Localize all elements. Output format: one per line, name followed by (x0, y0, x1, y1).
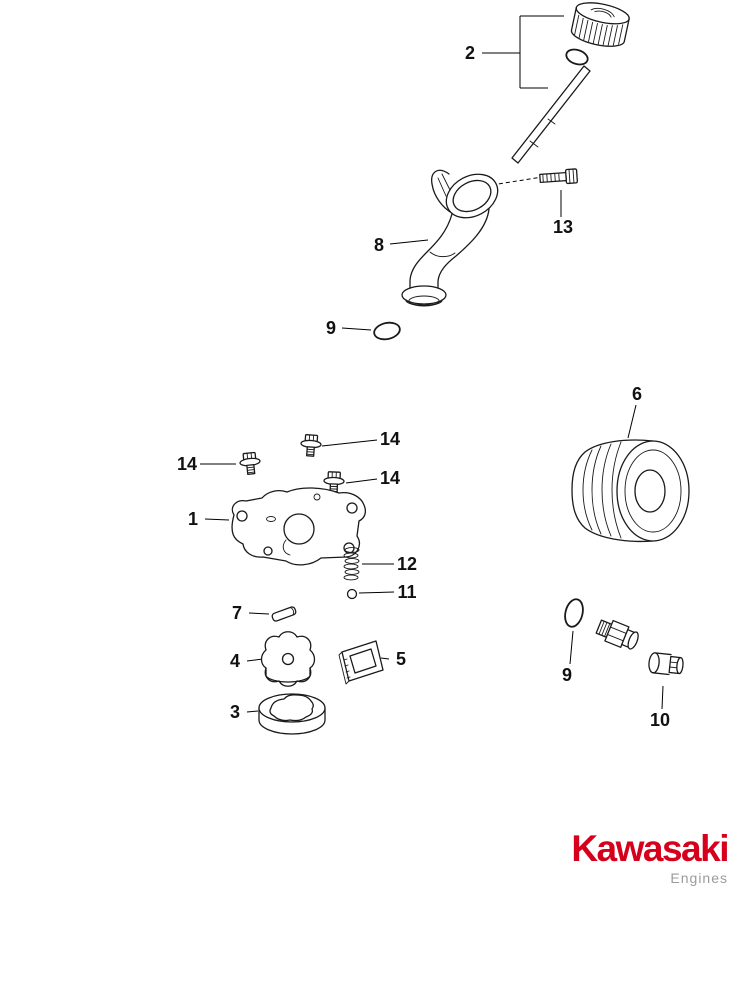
oil-filter-drawing (571, 439, 690, 543)
part-label-10: 10 (649, 710, 671, 730)
part-label-9-bottom: 9 (561, 665, 573, 685)
part-label-6: 6 (631, 384, 643, 404)
part-label-3: 3 (229, 702, 241, 722)
pin-drawing (271, 606, 297, 622)
spring-drawing (343, 547, 360, 581)
dipstick-oring-drawing (565, 48, 589, 66)
oring-9-top-drawing (373, 321, 401, 341)
ball-drawing (346, 588, 358, 600)
pump-plate-drawing (231, 487, 366, 566)
inner-rotor-drawing (260, 631, 316, 687)
part-label-13: 13 (552, 217, 574, 237)
part-label-4: 4 (229, 651, 241, 671)
part-label-9-top: 9 (325, 318, 337, 338)
filler-tube-drawing (401, 169, 499, 307)
part-label-7: 7 (231, 603, 243, 623)
part-label-14-left: 14 (176, 454, 198, 474)
brand-logo: Kawasaki Engines (571, 828, 729, 886)
part-label-12: 12 (396, 554, 418, 574)
bolt-14-left-drawing (239, 451, 261, 475)
outer-rotor-drawing (258, 693, 326, 735)
part-label-8: 8 (373, 235, 385, 255)
fitting-drawing (595, 619, 639, 650)
part-label-14-mid: 14 (379, 429, 401, 449)
part-label-14-right: 14 (379, 468, 401, 488)
dipstick-shaft-drawing (511, 65, 591, 164)
part-label-1: 1 (187, 509, 199, 529)
brand-name: Kawasaki (571, 828, 729, 869)
oring-9-bottom-drawing (564, 598, 584, 628)
part-label-2: 2 (464, 43, 476, 63)
part-label-5: 5 (395, 649, 407, 669)
plug-drawing (648, 652, 684, 676)
leader-lines (200, 15, 664, 713)
side-plate-drawing (338, 640, 384, 685)
bolt-13-drawing (539, 168, 578, 185)
dipstick-cap-drawing (570, 2, 630, 47)
part-label-11: 11 (397, 582, 417, 602)
bolt-14-mid-drawing (300, 434, 322, 457)
brand-tagline: Engines (670, 870, 728, 886)
